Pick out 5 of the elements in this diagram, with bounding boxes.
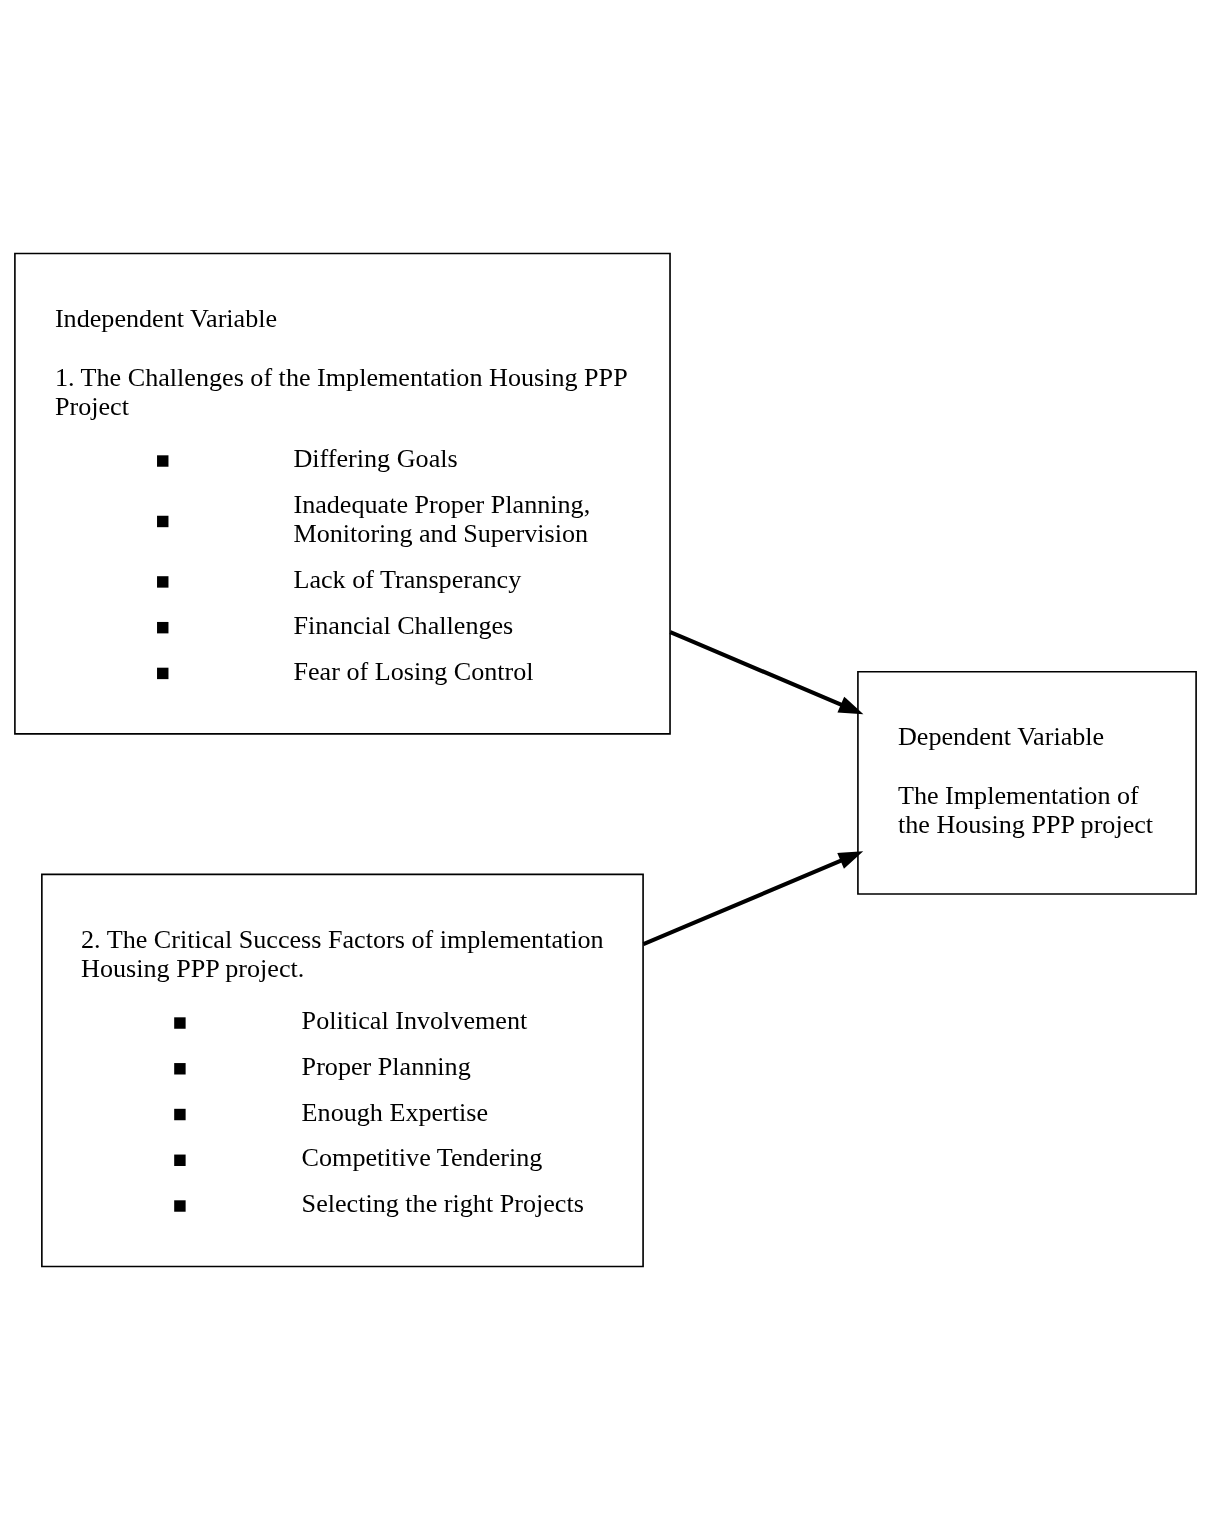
arrow bbox=[642, 851, 864, 946]
node-box: Independent Variable 1. The Challenges of the Implementation Housing PPP Project Differing Goals Inadequate Proper Planning, Monitoring and Supervision Lack of Transperancy Financial Challenges Fear of Losing Control bbox=[14, 252, 671, 735]
node-box: 2. The Critical Success Factors of implementation Housing PPP project. Political Involvement Proper Planning Enough Expertise Competitive Tendering Selecting the right Projects bbox=[41, 873, 644, 1268]
arrow bbox=[669, 630, 864, 715]
node-box: Dependent Variable The Implementation of the Housing PPP project bbox=[857, 670, 1197, 895]
